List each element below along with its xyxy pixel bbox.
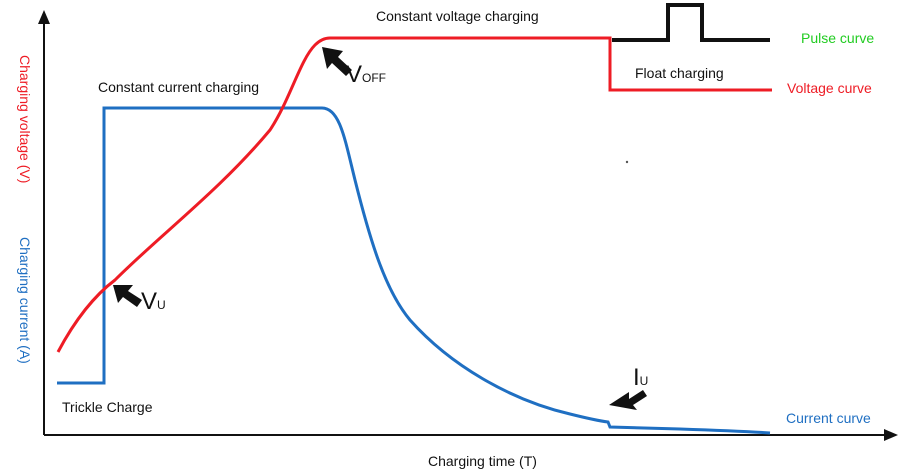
arrow-iu-icon: [609, 390, 647, 410]
legend-current: Current curve: [786, 410, 871, 426]
stage-label-cc: Constant current charging: [98, 79, 259, 95]
arrow-voff-icon: [322, 47, 352, 76]
iu-marker: IU: [633, 364, 648, 391]
y-axis-label-voltage: Charging voltage (V): [17, 55, 33, 183]
dot: [625, 160, 629, 164]
voltage-curve: [56, 36, 772, 353]
arrow-vu-icon: [113, 285, 142, 307]
stage-label-cv: Constant voltage charging: [376, 8, 539, 24]
pulse-curve: [612, 3, 770, 42]
x-axis-label: Charging time (T): [428, 453, 537, 469]
vu-marker: VU: [141, 288, 166, 315]
legend-voltage: Voltage curve: [787, 80, 872, 96]
stage-label-trickle: Trickle Charge: [62, 399, 153, 415]
legend-pulse: Pulse curve: [801, 30, 874, 46]
current-curve: [57, 106, 771, 435]
stage-label-float: Float charging: [635, 65, 724, 81]
y-axis-arrow-icon: [38, 10, 50, 24]
y-axis-label-current: Charging current (A): [17, 237, 33, 364]
x-axis-arrow-icon: [884, 429, 898, 441]
axes: [38, 10, 898, 441]
voff-marker: VOFF: [346, 61, 386, 88]
